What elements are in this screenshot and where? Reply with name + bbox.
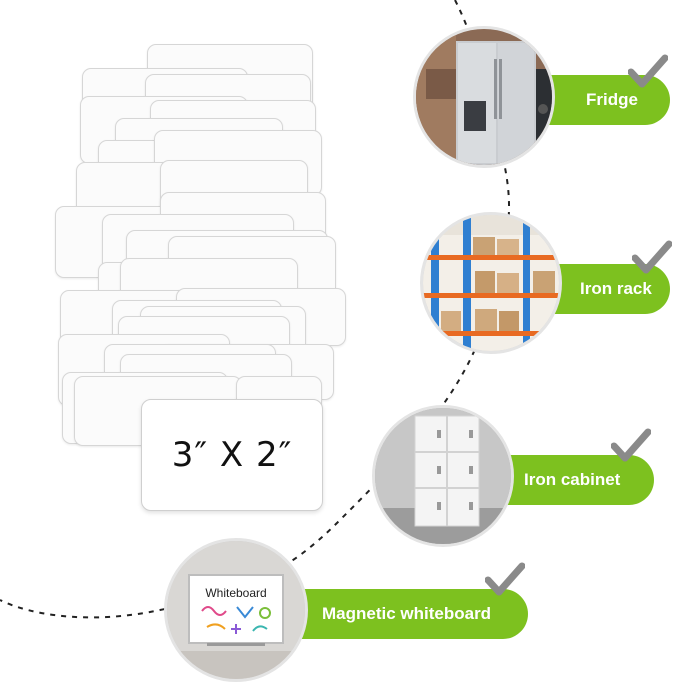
whiteboard-text: Whiteboard [205, 586, 266, 600]
size-card: 3″ X 2″ [141, 399, 323, 511]
size-label: 3″ X 2″ [171, 435, 293, 475]
checkmark-icon [485, 562, 525, 596]
magnetic-whiteboard-label: Magnetic whiteboard [322, 604, 492, 623]
checkmark-icon [632, 240, 672, 274]
checkmark-icon [628, 54, 668, 88]
iron-rack-label: Iron rack [580, 279, 652, 298]
magnetic-whiteboard-pill: Magnetic whiteboard [292, 589, 528, 639]
checkmark-icon [611, 428, 651, 462]
fridge-label: Fridge [586, 90, 638, 109]
warehouse-rack-photo [420, 212, 562, 354]
whiteboard-photo: Whiteboard [164, 538, 308, 682]
iron-cabinet-label: Iron cabinet [524, 470, 621, 489]
locker-cabinet-photo [372, 405, 514, 547]
fridge-photo [413, 26, 555, 168]
